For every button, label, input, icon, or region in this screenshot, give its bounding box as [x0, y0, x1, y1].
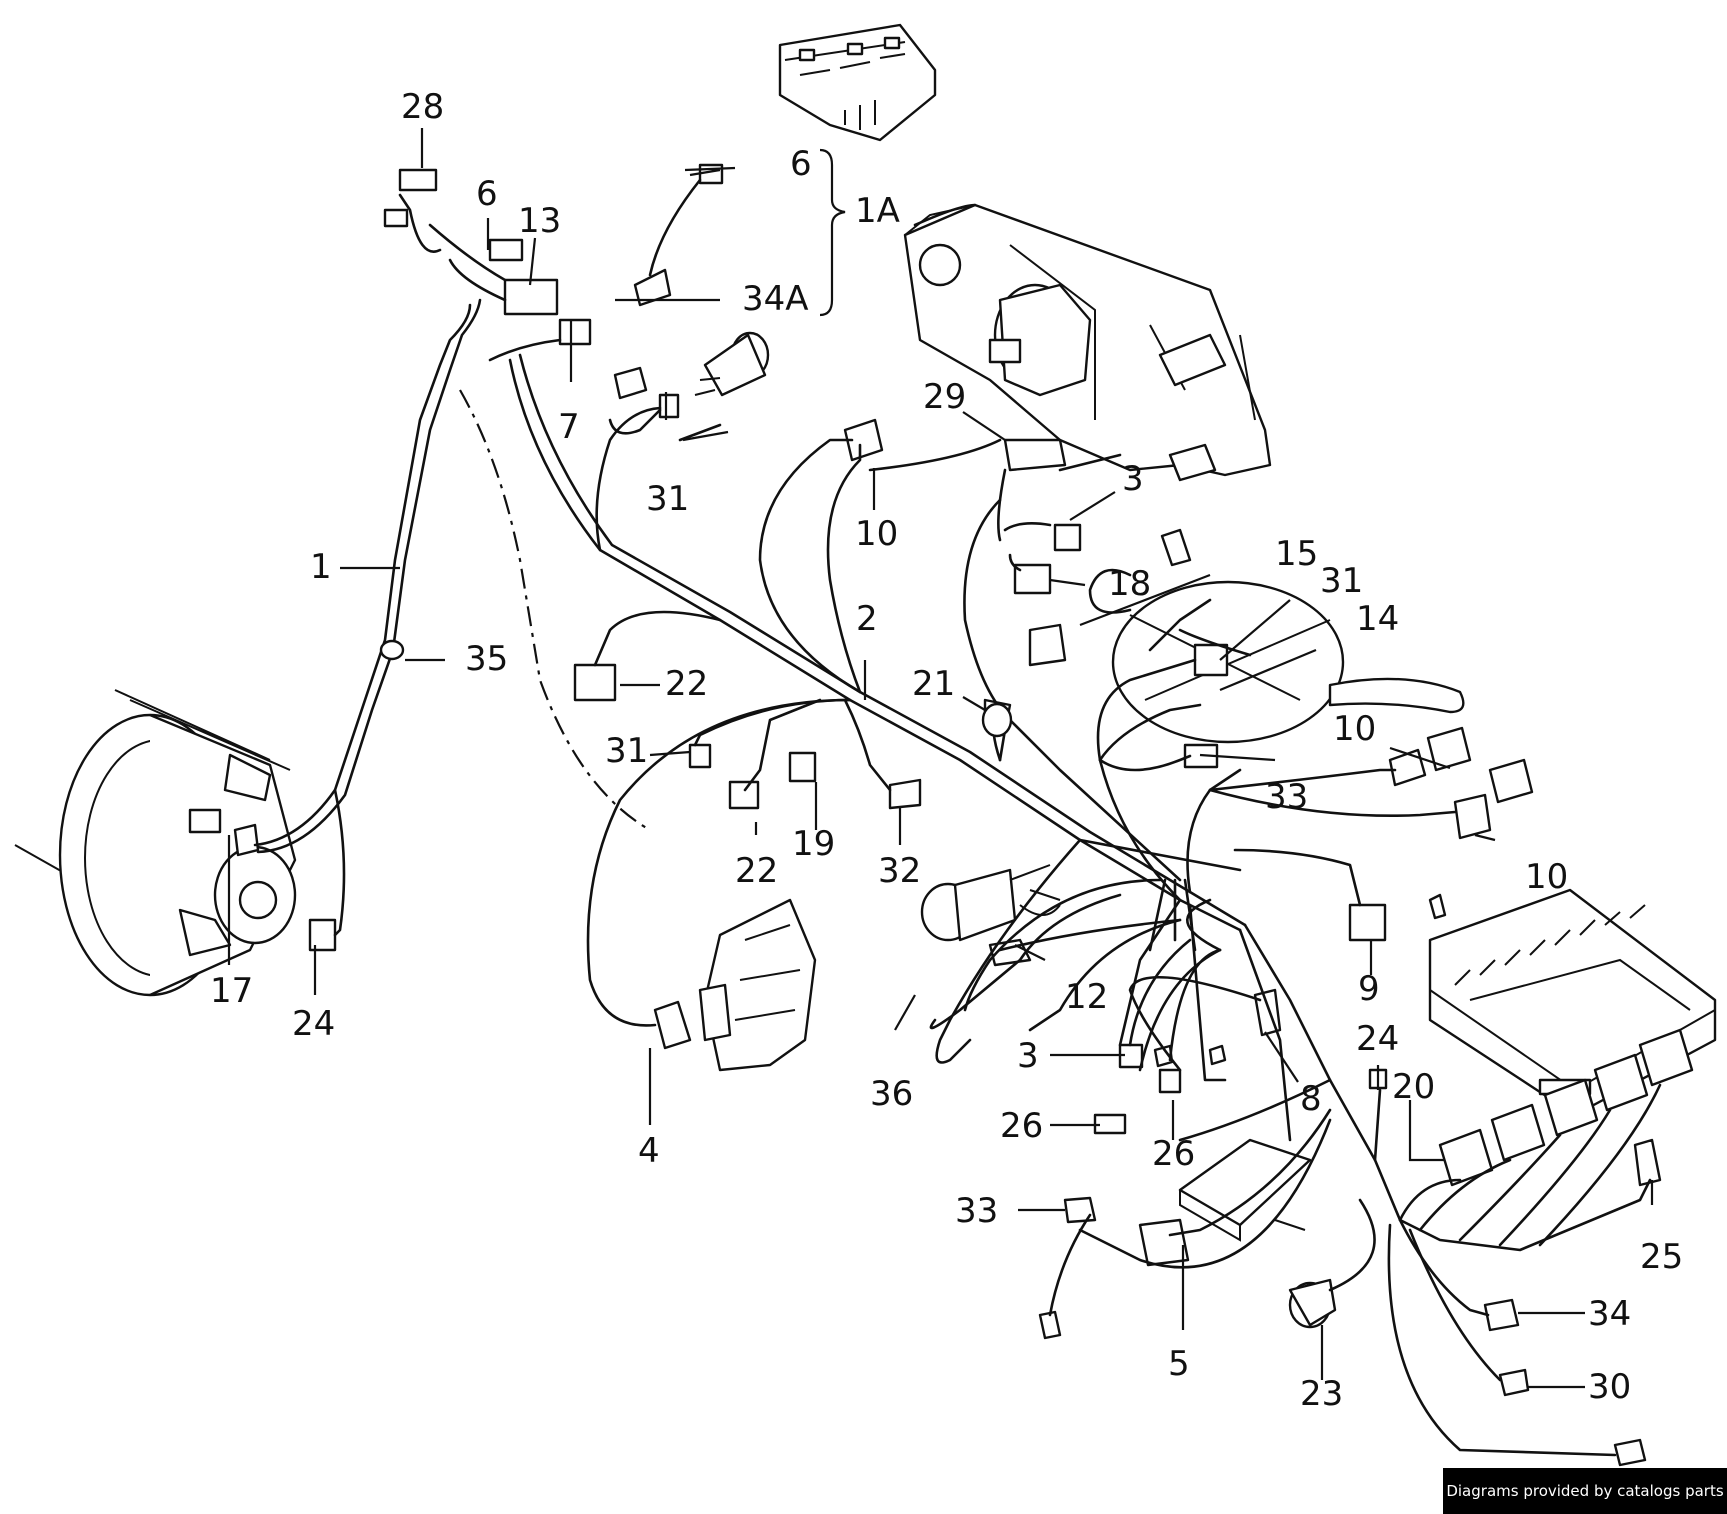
callout-36: 36 — [870, 1074, 913, 1114]
credit-badge: Diagrams provided by catalogs parts — [1443, 1468, 1727, 1514]
callout-26: 26 — [1000, 1106, 1043, 1146]
callout-17: 17 — [210, 971, 253, 1011]
callout-21: 21 — [912, 664, 955, 704]
callout-30: 30 — [1588, 1367, 1631, 1407]
callout-32: 32 — [878, 851, 921, 891]
callout-20: 20 — [1392, 1067, 1435, 1107]
callout-14: 14 — [1356, 599, 1399, 639]
callout-10: 10 — [1525, 857, 1568, 897]
callout-31: 31 — [605, 731, 648, 771]
leader-lines — [227, 128, 1654, 1389]
callout-12: 12 — [1065, 977, 1108, 1017]
callout-23: 23 — [1300, 1374, 1343, 1414]
callout-29: 29 — [923, 377, 966, 417]
relay-group — [1438, 1028, 1694, 1187]
heater-control-panel — [778, 23, 937, 142]
callout-31: 31 — [646, 479, 689, 519]
callout-3: 3 — [1122, 459, 1144, 499]
callout-6: 6 — [476, 174, 498, 214]
cigarette-lighter — [694, 331, 770, 397]
callout-18: 18 — [1108, 564, 1151, 604]
callout-2: 2 — [856, 599, 878, 639]
callout-7: 7 — [558, 407, 580, 447]
part-21 — [981, 702, 1013, 738]
callout-24: 24 — [1356, 1019, 1399, 1059]
wiper-motor-relay — [698, 898, 817, 1072]
callout-5: 5 — [1168, 1344, 1190, 1384]
callout-28: 28 — [401, 87, 444, 127]
callout-15: 15 — [1275, 534, 1318, 574]
speedometer-assembly — [14, 689, 297, 997]
callout-9: 9 — [1358, 969, 1380, 1009]
callout-10: 10 — [855, 514, 898, 554]
callout-6: 6 — [790, 144, 812, 184]
callout-35: 35 — [465, 639, 508, 679]
callout-33: 33 — [955, 1191, 998, 1231]
callout-24: 24 — [292, 1004, 335, 1044]
instrument-cluster — [903, 203, 1272, 482]
callout-1: 1 — [310, 547, 332, 587]
callout-labels: 28 6 13 6 1A 34A 7 31 10 29 3 18 1 35 2 … — [210, 87, 1683, 1414]
callout-1a: 1A — [855, 191, 900, 231]
callout-19: 19 — [792, 824, 835, 864]
callout-22: 22 — [665, 664, 708, 704]
callout-34a: 34A — [742, 279, 809, 319]
control-module — [1178, 1138, 1312, 1242]
callout-3: 3 — [1017, 1036, 1039, 1076]
callout-8: 8 — [1300, 1079, 1322, 1119]
callout-4: 4 — [638, 1131, 660, 1171]
callout-25: 25 — [1640, 1237, 1683, 1277]
fuse-relay-box — [1428, 888, 1717, 1117]
callout-26: 26 — [1152, 1134, 1195, 1174]
switch-blocks — [1426, 726, 1534, 804]
callout-10: 10 — [1333, 709, 1376, 749]
grommet-35 — [379, 639, 405, 661]
callout-31: 31 — [1320, 561, 1363, 601]
horn — [920, 864, 1061, 942]
callout-13: 13 — [518, 201, 561, 241]
callout-22: 22 — [735, 851, 778, 891]
callout-34: 34 — [1588, 1294, 1631, 1334]
harness-wires — [253, 178, 1662, 1457]
callout-33: 33 — [1265, 777, 1308, 817]
bracket-1a — [819, 148, 846, 317]
